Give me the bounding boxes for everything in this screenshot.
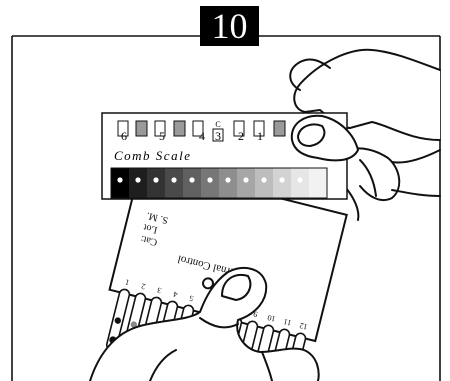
scale-number-5: 5 — [159, 129, 165, 143]
scale-white-dot — [153, 177, 158, 182]
scale-gray-cell — [255, 168, 274, 198]
scale-swatch-gray-c — [274, 121, 285, 136]
scale-gray-cell — [201, 168, 220, 198]
scale-white-dot — [171, 177, 176, 182]
step-number: 10 — [212, 6, 248, 46]
scale-number-4: 4 — [199, 129, 205, 143]
scale-gray-cell — [111, 168, 130, 198]
step-number-badge: 10 — [200, 6, 259, 46]
scale-gray-cell — [183, 168, 202, 198]
scale-gray-cell — [291, 168, 310, 198]
scale-gray-cell — [219, 168, 238, 198]
scale-swatch-gray-b — [174, 121, 185, 136]
scale-white-dot — [297, 177, 302, 182]
scale-swatch-gray-a — [136, 121, 147, 136]
scale-white-dot — [225, 177, 230, 182]
scale-white-dot — [207, 177, 212, 182]
scale-number-3: 3 — [215, 129, 221, 143]
scale-gray-cell — [129, 168, 148, 198]
scale-gray-cell — [147, 168, 166, 198]
scale-gray-cell — [273, 168, 292, 198]
scale-white-dot — [117, 177, 122, 182]
scale-number-2: 2 — [238, 129, 244, 143]
scale-gray-cell — [237, 168, 256, 198]
scale-white-dot — [189, 177, 194, 182]
scale-gradient-bar — [111, 168, 328, 198]
comb-scale-title: Comb Scale — [114, 148, 191, 163]
scale-white-dot — [279, 177, 284, 182]
scale-white-dot — [261, 177, 266, 182]
scale-white-dot — [135, 177, 140, 182]
scale-mark-c: C — [215, 120, 220, 129]
scale-gray-cell — [309, 168, 328, 198]
scale-white-dot — [243, 177, 248, 182]
scale-number-6: 6 — [121, 129, 127, 143]
scale-number-1: 1 — [257, 129, 263, 143]
scale-gray-cell — [165, 168, 184, 198]
